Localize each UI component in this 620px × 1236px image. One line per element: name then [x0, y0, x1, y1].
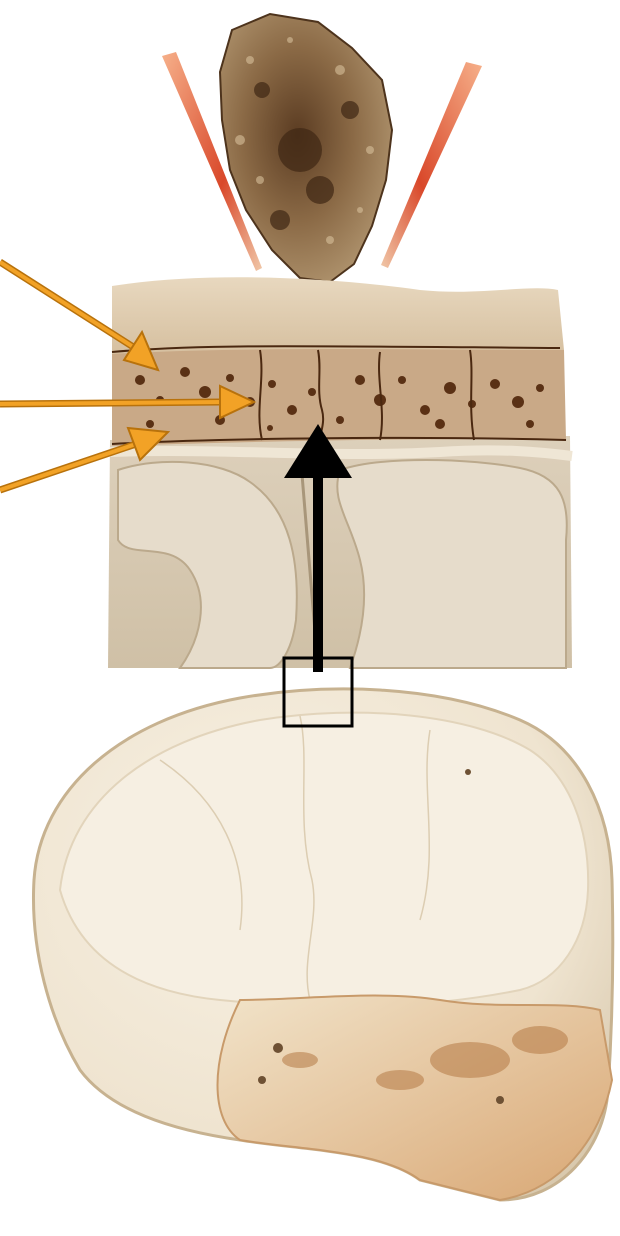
skull-interior-image	[33, 689, 612, 1200]
cropped-title-strip	[0, 0, 620, 10]
impact-ray-right	[381, 62, 482, 268]
